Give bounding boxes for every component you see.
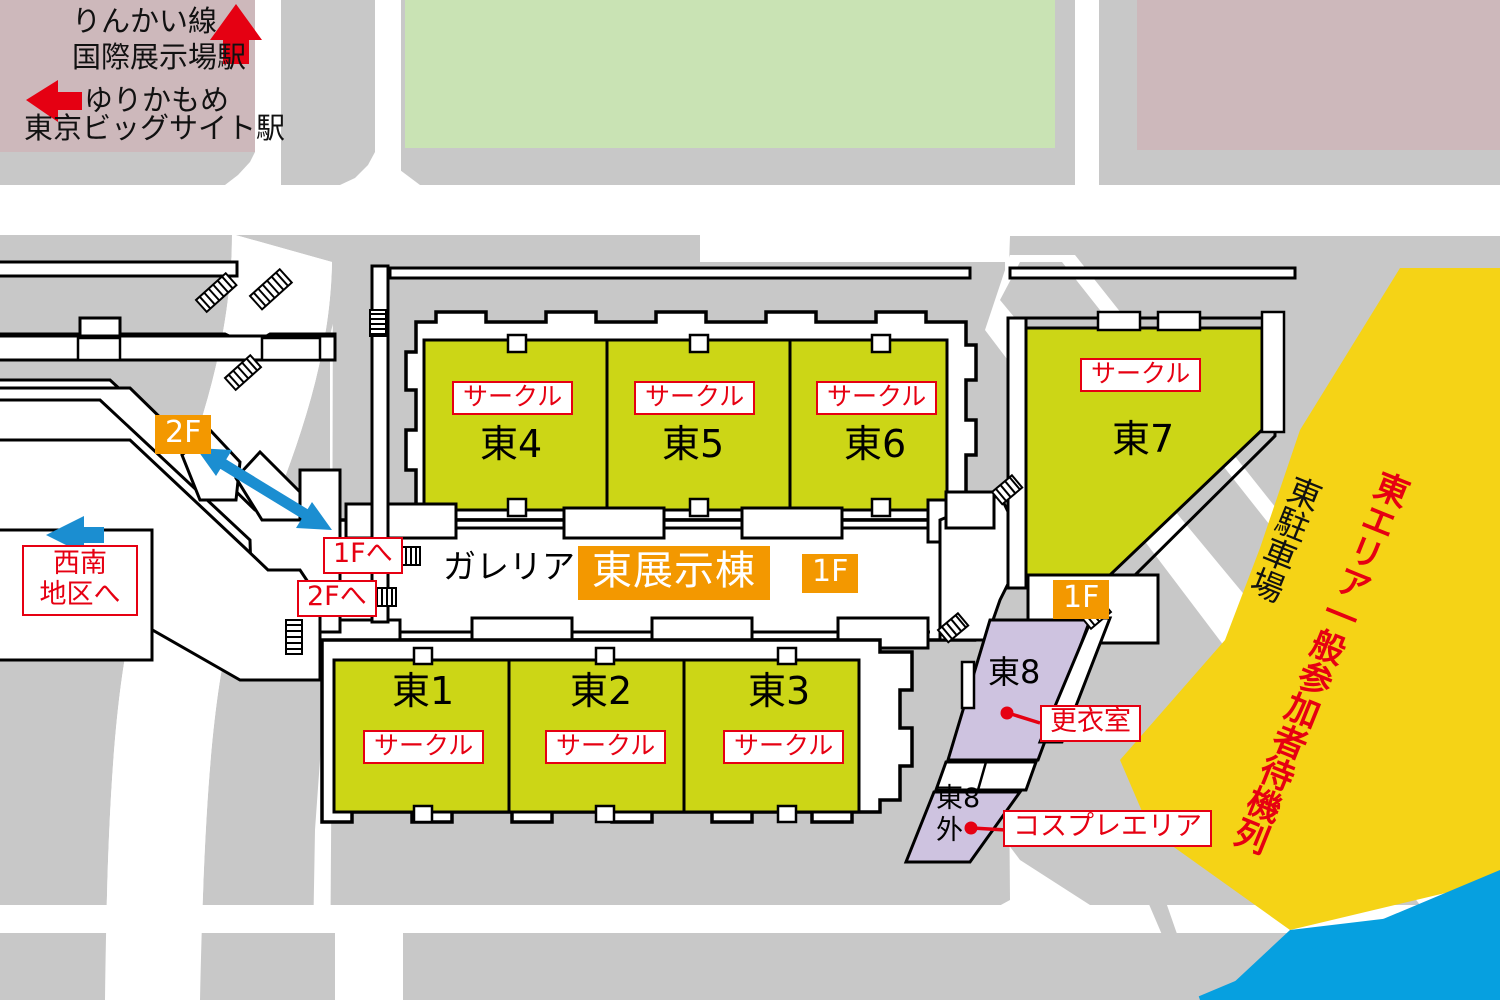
callout-kouishitsu[interactable]: 更衣室 bbox=[1040, 705, 1141, 743]
to-2f-box[interactable]: 2Fへ bbox=[297, 580, 377, 618]
park-green-area bbox=[405, 0, 1055, 148]
yurikamome-station-name: 東京ビッグサイト駅 bbox=[24, 111, 286, 145]
hall-label-east8-out-line1: 東8 bbox=[936, 783, 981, 814]
blue-left-arrow-icon bbox=[46, 516, 104, 554]
hall-label-east7: 東7 bbox=[1112, 417, 1175, 461]
callout-dot-cosplay bbox=[964, 821, 978, 835]
hall-label-east4: 東4 bbox=[480, 422, 543, 466]
to-southwest-line2: 地区へ bbox=[39, 579, 121, 611]
to-southwest-area-box[interactable]: 西南 地区へ bbox=[22, 545, 138, 617]
yurikamome-line-name: ゆりかもめ bbox=[84, 83, 230, 117]
hall-label-east8: 東8 bbox=[988, 653, 1041, 691]
to-1f-box[interactable]: 1Fへ bbox=[323, 537, 403, 575]
hall-label-east6: 東6 bbox=[844, 422, 907, 466]
floor-badge-1f-east7[interactable]: 1F bbox=[1053, 580, 1110, 619]
water-wedge2 bbox=[1190, 870, 1500, 1000]
blue-arrows bbox=[46, 448, 332, 554]
circle-tag-east4: サークル bbox=[452, 381, 574, 416]
east-parking-area bbox=[1120, 268, 1500, 930]
floor-badge-2f[interactable]: 2F bbox=[155, 415, 212, 454]
left-arrow-icon bbox=[26, 80, 82, 122]
floor-badge-1f-main[interactable]: 1F bbox=[802, 554, 859, 593]
hall-label-east3: 東3 bbox=[748, 669, 811, 713]
hall-label-east1: 東1 bbox=[392, 669, 455, 713]
rinkai-station-name: 国際展示場駅 bbox=[72, 40, 247, 74]
circle-tag-east3: サークル bbox=[723, 730, 845, 765]
north-hall-fills bbox=[422, 333, 949, 518]
rinkai-line-name: りんかい線 bbox=[72, 4, 218, 38]
transit-arrows bbox=[26, 4, 262, 122]
to-southwest-line1: 西南 bbox=[53, 548, 107, 579]
block-pink-topright bbox=[1137, 0, 1500, 150]
hall-label-east2: 東2 bbox=[570, 669, 633, 713]
hall-label-east8-out-line2: 外 bbox=[936, 815, 963, 846]
circle-tag-east2: サークル bbox=[545, 730, 667, 765]
south-hall-fills bbox=[332, 646, 861, 824]
callout-cosplay-area[interactable]: コスプレエリア bbox=[1003, 810, 1212, 848]
city-blocks bbox=[0, 0, 1500, 188]
blue-arrow-head-down bbox=[296, 502, 332, 530]
callout-dot-kouishitsu bbox=[1000, 706, 1014, 720]
circle-tag-east1: サークル bbox=[363, 730, 485, 765]
callout-leaders bbox=[964, 706, 1041, 835]
east8-door bbox=[960, 660, 976, 710]
hall-label-east5: 東5 bbox=[662, 422, 725, 466]
blue-arrow-head-up bbox=[196, 448, 232, 476]
escalator-link-line bbox=[207, 451, 321, 527]
circle-tag-east6: サークル bbox=[816, 381, 938, 416]
east8-annex bbox=[903, 616, 1113, 864]
page-title: 東展示棟 bbox=[578, 546, 770, 600]
up-arrow-icon bbox=[210, 4, 262, 64]
circle-tag-east5: サークル bbox=[634, 381, 756, 416]
block-pink-topleft bbox=[0, 0, 255, 152]
circle-tag-east7: サークル bbox=[1080, 358, 1202, 393]
galleria-label: ガレリア bbox=[443, 547, 575, 586]
